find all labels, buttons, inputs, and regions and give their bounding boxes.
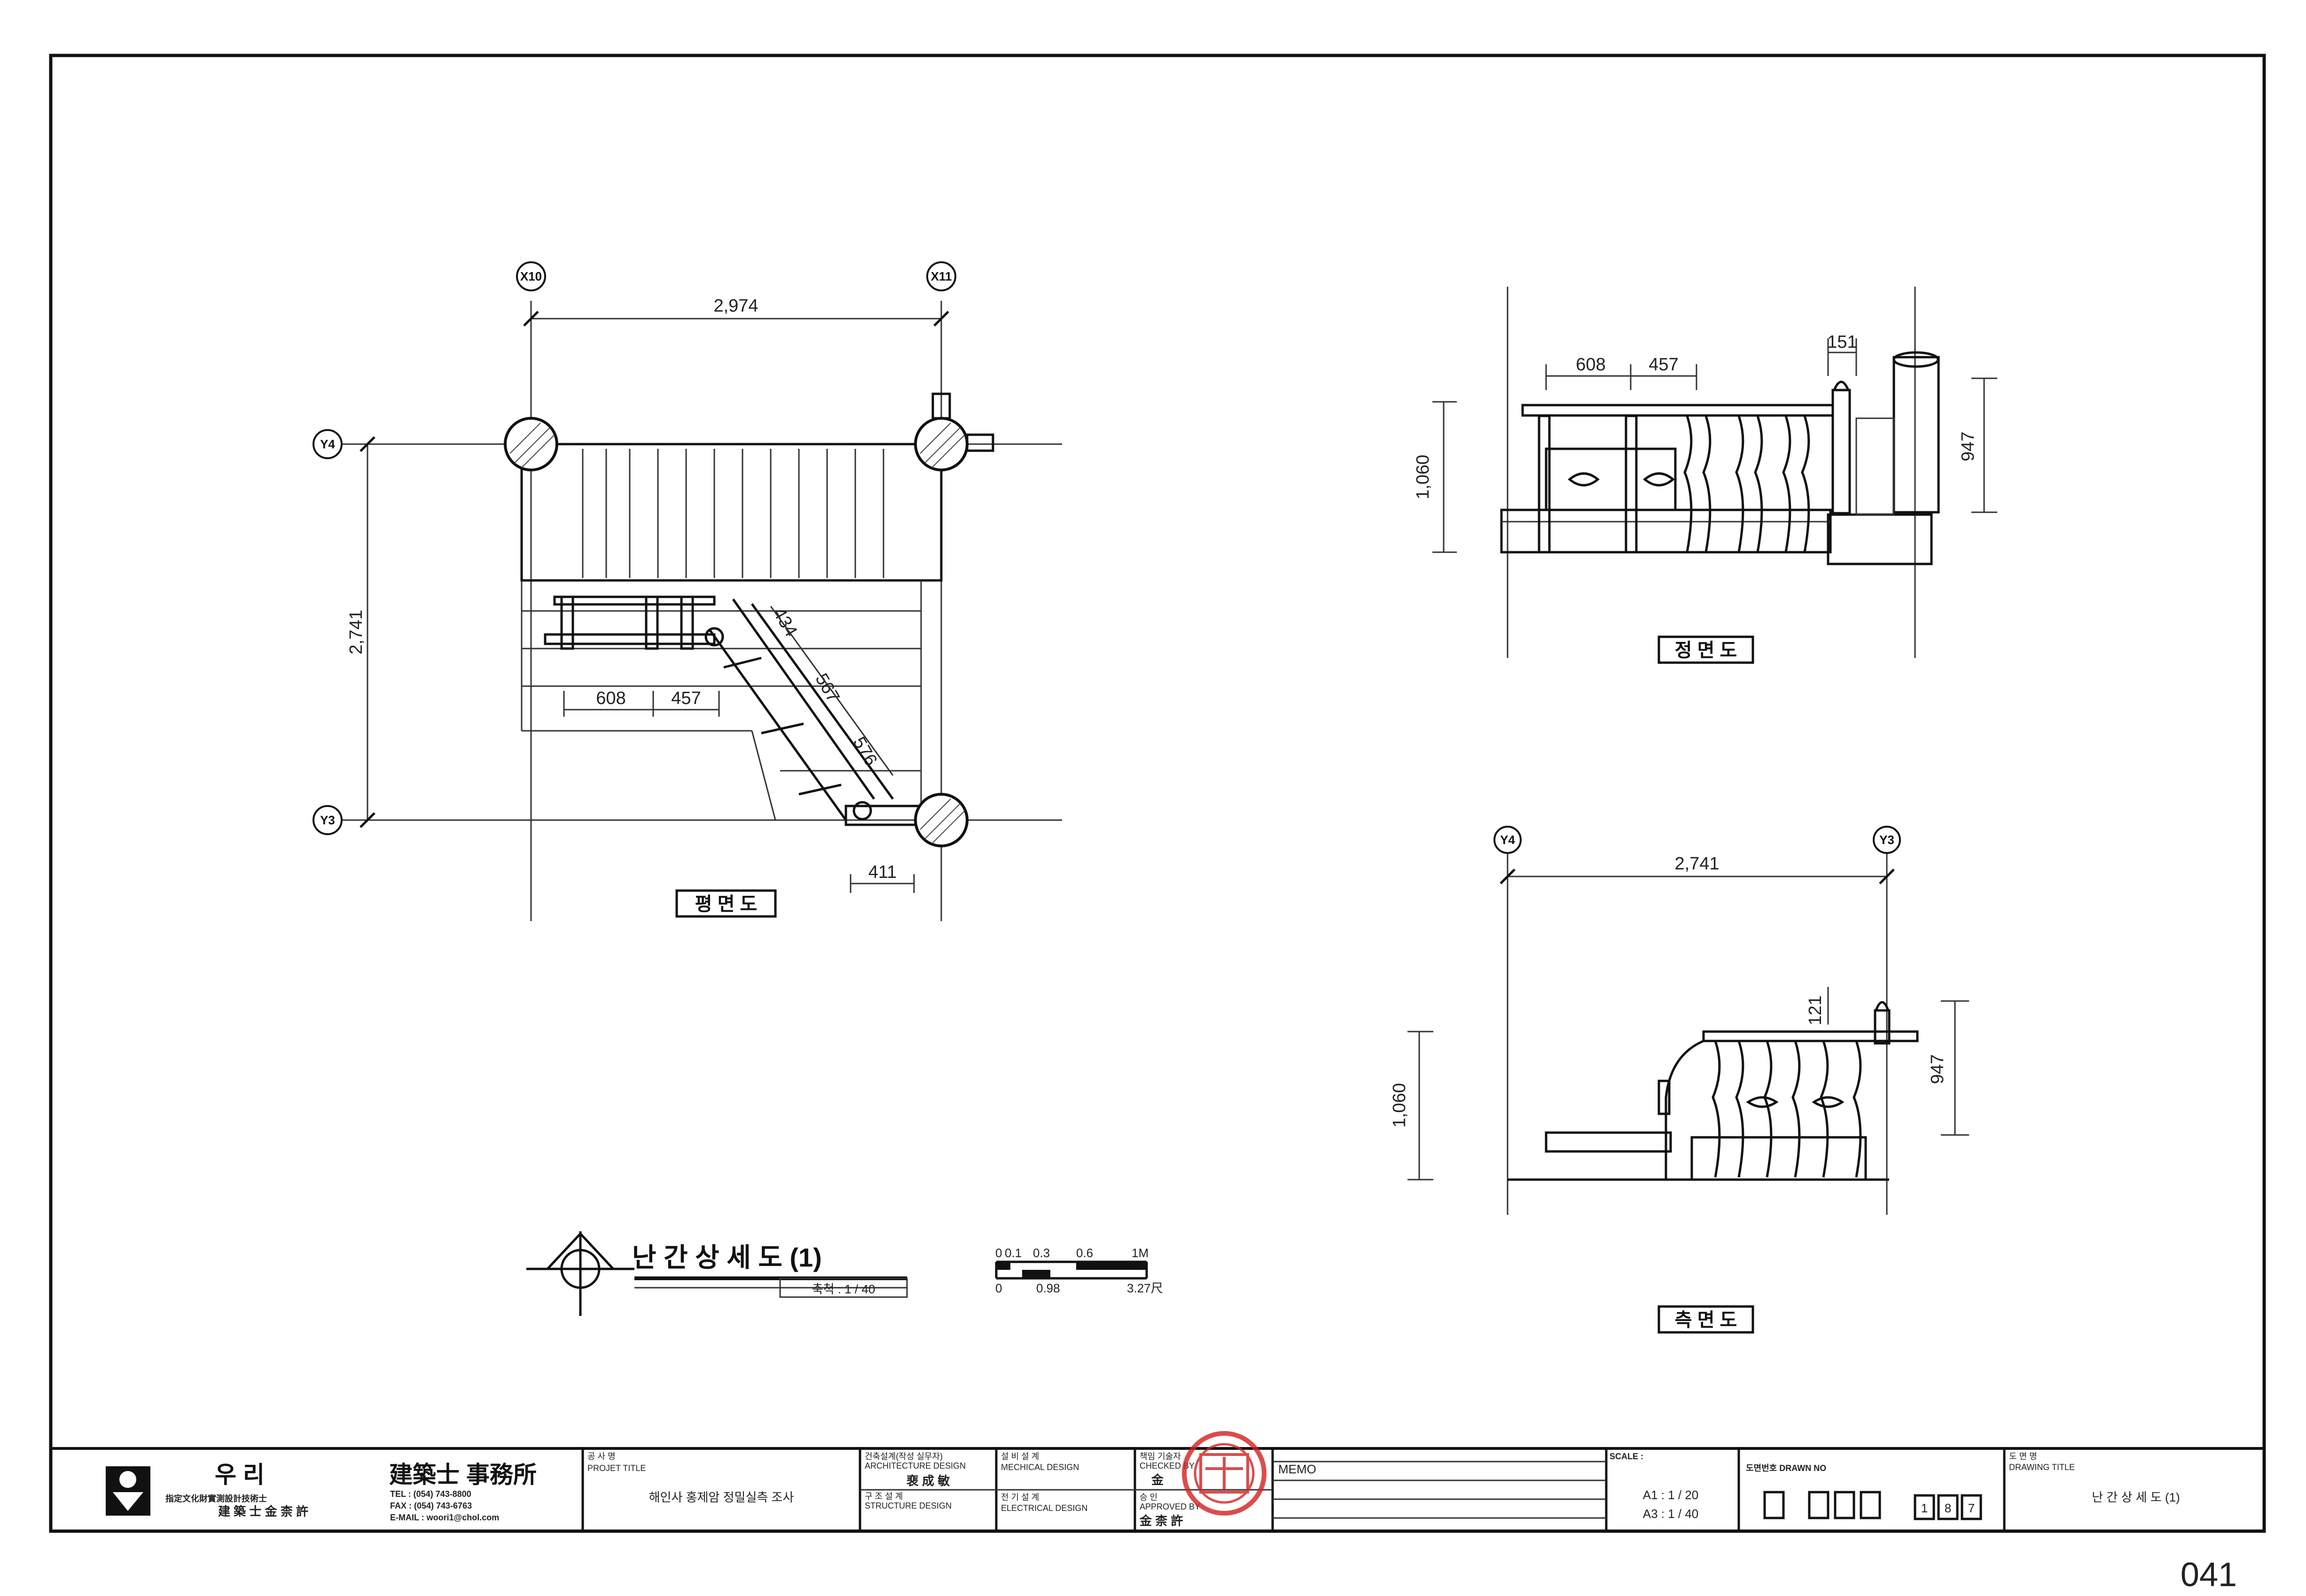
grid-bubble-x10: X10 <box>516 261 546 291</box>
plan-view: X10 X11 Y4 Y3 2,974 2,741 <box>313 261 1062 921</box>
front-elevation-label: 정 면 도 <box>1675 640 1737 661</box>
grid-bubble-x11: X11 <box>926 261 956 291</box>
plan-post-topright <box>914 392 994 471</box>
approval-stamp <box>1182 1431 1266 1516</box>
svg-text:Y3: Y3 <box>320 813 335 827</box>
svg-text:DRAWING TITLE: DRAWING TITLE <box>2009 1463 2075 1472</box>
drawing-no-digit-1: 1 <box>1921 1501 1928 1515</box>
side-elevation-label: 측 면 도 <box>1675 1310 1737 1330</box>
svg-text:0.1: 0.1 <box>1005 1246 1022 1260</box>
drawing-no-digit-2: 8 <box>1945 1501 1951 1515</box>
dim-side-width: 2,741 <box>1674 854 1719 874</box>
grid-bubble-y4: Y4 <box>313 429 343 459</box>
svg-text:Y4: Y4 <box>320 437 335 451</box>
arch-designer: 裵 成 敏 <box>907 1474 950 1488</box>
svg-text:0.6: 0.6 <box>1076 1246 1093 1260</box>
svg-text:3.27尺: 3.27尺 <box>1127 1281 1163 1295</box>
svg-text:STRUCTURE DESIGN: STRUCTURE DESIGN <box>865 1501 952 1510</box>
dim-side-121: 121 <box>1806 995 1825 1025</box>
svg-text:설 비 설 계: 설 비 설 계 <box>1001 1452 1039 1461</box>
svg-text:金: 金 <box>1151 1473 1164 1487</box>
firm-name-2: 建築士 事務所 <box>389 1462 537 1488</box>
svg-text:金 柰 許: 金 柰 許 <box>1139 1514 1183 1528</box>
svg-text:0.3: 0.3 <box>1033 1246 1050 1260</box>
svg-text:0.98: 0.98 <box>1036 1281 1060 1295</box>
svg-text:구 조 설 계: 구 조 설 계 <box>865 1492 903 1501</box>
svg-text:APPROVED BY: APPROVED BY <box>1140 1502 1200 1511</box>
svg-text:0: 0 <box>995 1246 1002 1260</box>
drawing-title-block: 난 간 상 세 도 (1) 축척 : 1 / 40 <box>526 1231 908 1316</box>
side-elevation: Y4 Y3 2,741 1,060 947 121 <box>1390 826 1969 1215</box>
grid-bubble-y3: Y3 <box>313 805 343 835</box>
page-number: 041 <box>2181 1556 2237 1594</box>
titleblock-drawing-title: 난 간 상 세 도 (1) <box>2092 1490 2180 1504</box>
dim-plan-height: 2,741 <box>346 610 366 654</box>
scale-a1: A1 : 1 / 20 <box>1643 1488 1699 1502</box>
svg-text:Y4: Y4 <box>1500 833 1515 847</box>
svg-text:SCALE :: SCALE : <box>1610 1452 1643 1461</box>
title-block: 우 리 建築士 事務所 指定文化財實測設計技術士 建 築 士 金 柰 許 TEL… <box>106 1431 2180 1531</box>
sheet-border <box>49 54 2266 1533</box>
firm-email: E-MAIL : woori1@chol.com <box>390 1513 499 1522</box>
svg-text:ELECTRICAL DESIGN: ELECTRICAL DESIGN <box>1001 1503 1087 1513</box>
firm-sub-2: 建 築 士 金 柰 許 <box>218 1504 308 1518</box>
svg-text:MECHICAL DESIGN: MECHICAL DESIGN <box>1001 1463 1079 1472</box>
firm-sub-1: 指定文化財實測設計技術士 <box>165 1494 267 1503</box>
scale-bar: 0 0.1 0.3 0.6 1M 0 0.98 3.27尺 <box>995 1246 1163 1295</box>
svg-text:1M: 1M <box>1132 1246 1149 1260</box>
svg-text:책임 기술자: 책임 기술자 <box>1140 1452 1181 1461</box>
dim-plan-608: 608 <box>596 688 625 708</box>
plan-post-topleft <box>504 417 558 471</box>
drawing-no-digit-3: 7 <box>1968 1501 1975 1515</box>
svg-text:X10: X10 <box>520 269 542 283</box>
svg-text:PROJET TITLE: PROJET TITLE <box>587 1463 646 1473</box>
front-elevation: 1,060 947 608 457 151 <box>1413 287 1997 658</box>
firm-logo <box>106 1466 150 1516</box>
firm-fax: FAX : (054) 743-6763 <box>390 1501 472 1510</box>
dim-front-151: 151 <box>1827 332 1857 352</box>
drawing-scale: 축척 : 1 / 40 <box>812 1282 875 1296</box>
project-title: 해인사 홍제암 정밀실측 조사 <box>649 1490 794 1504</box>
svg-text:0: 0 <box>995 1281 1002 1295</box>
firm-name-1: 우 리 <box>215 1462 265 1488</box>
svg-text:전 기 설 계: 전 기 설 계 <box>1001 1493 1039 1502</box>
svg-text:Y3: Y3 <box>1879 833 1894 847</box>
scale-a3: A3 : 1 / 40 <box>1643 1507 1699 1521</box>
dim-side-947: 947 <box>1928 1054 1947 1084</box>
dim-plan-width: 2,974 <box>713 296 758 316</box>
svg-text:도 면 명: 도 면 명 <box>2009 1452 2037 1461</box>
dim-front-947: 947 <box>1958 431 1978 461</box>
memo-label: MEMO <box>1278 1462 1316 1476</box>
grid-bubble-side-y4: Y4 <box>1493 826 1522 854</box>
svg-text:X11: X11 <box>931 269 952 283</box>
dim-front-608: 608 <box>1576 355 1605 375</box>
firm-tel: TEL : (054) 743-8800 <box>390 1489 471 1499</box>
plan-label: 평 면 도 <box>695 894 758 915</box>
dim-plan-457: 457 <box>671 688 701 708</box>
svg-text:CHECKED BY: CHECKED BY <box>1140 1461 1195 1471</box>
svg-text:건축설계(작성 실무자): 건축설계(작성 실무자) <box>865 1452 943 1461</box>
svg-text:공 사 명: 공 사 명 <box>587 1452 616 1461</box>
dim-front-1060: 1,060 <box>1413 454 1433 499</box>
dim-side-1060: 1,060 <box>1390 1083 1409 1127</box>
dim-front-457: 457 <box>1649 355 1678 375</box>
svg-text:도면번호 DRAWN NO: 도면번호 DRAWN NO <box>1746 1463 1826 1473</box>
svg-text:승 인: 승 인 <box>1140 1493 1157 1502</box>
dim-plan-411: 411 <box>868 862 897 882</box>
drawing-title: 난 간 상 세 도 (1) <box>632 1243 822 1272</box>
grid-bubble-side-y3: Y3 <box>1873 826 1901 854</box>
plan-post-bottomright <box>914 793 969 847</box>
svg-text:ARCHITECTURE DESIGN: ARCHITECTURE DESIGN <box>865 1461 966 1471</box>
